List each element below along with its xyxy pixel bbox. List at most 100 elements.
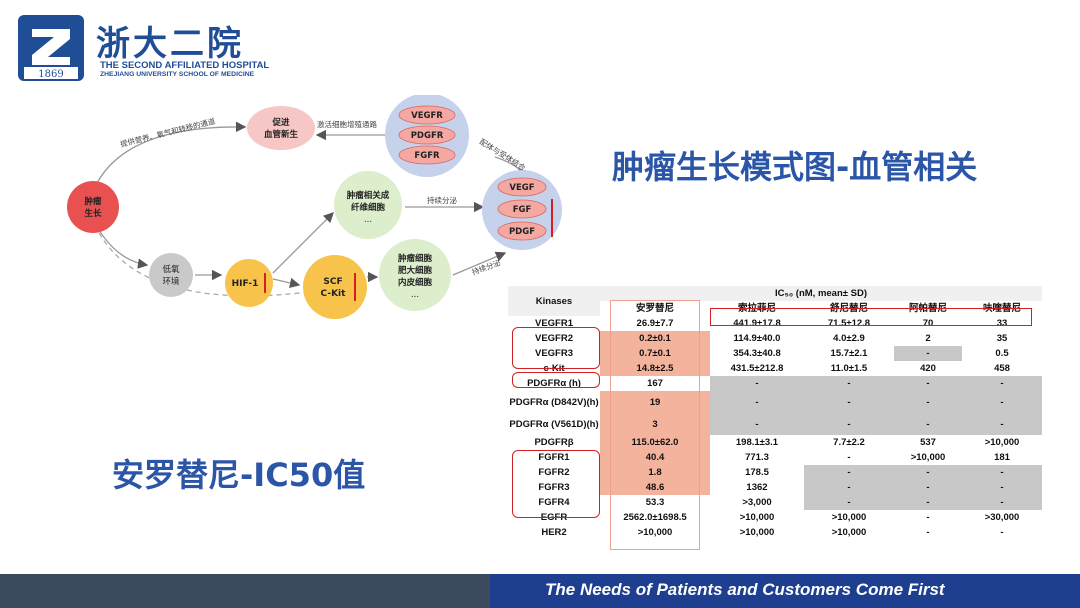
- ic50-cell: 2: [925, 333, 931, 344]
- drug-header: 安罗替尼: [635, 303, 674, 314]
- fgfr-highlight-box: [512, 450, 600, 518]
- ic50-cell: -: [710, 413, 804, 435]
- ic50-cell: -: [894, 465, 962, 480]
- label-secrete-1: 持续分泌: [427, 195, 457, 205]
- hif-node: [225, 259, 273, 307]
- table-row: PDGFRα (h)167----: [508, 376, 1042, 391]
- drug-highlight-box: [710, 308, 1032, 326]
- kinase-cell: VEGFR2: [534, 333, 573, 344]
- svg-text:纤维细胞: 纤维细胞: [351, 202, 386, 213]
- ic50-cell: >10,000: [739, 527, 775, 538]
- ic50-cell: -: [894, 346, 962, 361]
- svg-text:SCF: SCF: [323, 277, 342, 287]
- ic50-cell: -: [804, 391, 894, 413]
- ic50-cell: -: [962, 376, 1042, 391]
- hypoxia-node: [149, 253, 193, 297]
- ic50-cell: 26.9±7.7: [636, 318, 674, 329]
- ic50-cell: -: [962, 413, 1042, 435]
- ic50-cell: 458: [994, 363, 1010, 374]
- svg-text:血管新生: 血管新生: [264, 129, 299, 140]
- ic50-cell: -: [804, 465, 894, 480]
- ic50-cell: -: [710, 391, 804, 413]
- ic50-cell: 15.7±2.1: [830, 348, 868, 359]
- mast-cell-node: [379, 239, 451, 311]
- slide-title-left: 安罗替尼-IC50值: [112, 456, 366, 494]
- svg-text:肿瘤细胞: 肿瘤细胞: [397, 253, 433, 264]
- svg-text:促进: 促进: [271, 117, 290, 128]
- ic50-cell: -: [804, 376, 894, 391]
- kinases-header: Kinases: [535, 295, 573, 307]
- table-row: PDGFRα (D842V)(h)19----: [508, 391, 1042, 413]
- ic50-cell: 40.4: [600, 450, 710, 465]
- ic50-cell: 4.0±2.9: [833, 333, 865, 344]
- svg-text:...: ...: [364, 215, 372, 225]
- svg-text:PDGF: PDGF: [509, 227, 535, 237]
- kinase-cell: PDGFRα (D842V)(h): [509, 396, 599, 408]
- ic50-cell: >3,000: [742, 497, 772, 508]
- ic50-table: Kinases IC₅₀ (nM, mean± SD) 安罗替尼 索拉菲尼 舒尼…: [508, 286, 1042, 550]
- ic50-cell: -: [894, 480, 962, 495]
- ic50-cell: -: [894, 391, 962, 413]
- table-row: PDGFRα (V561D)(h)3----: [508, 413, 1042, 435]
- ic50-cell: 115.0±62.0: [600, 435, 710, 450]
- kinase-cell: PDGFRα (h): [527, 378, 581, 389]
- ic50-cell: -: [962, 465, 1042, 480]
- ic50-cell: 2562.0±1698.5: [623, 512, 687, 523]
- ic50-header: IC₅₀ (nM, mean± SD): [775, 288, 867, 299]
- kinase-cell: FGFR4: [538, 497, 570, 508]
- ic50-cell: -: [804, 495, 894, 510]
- ic50-cell: 771.3: [745, 452, 769, 463]
- anlotinib-column-box: [610, 300, 700, 550]
- ic50-cell: -: [894, 376, 962, 391]
- ic50-cell: 178.5: [745, 467, 769, 478]
- ic50-cell: 0.2±0.1: [600, 331, 710, 346]
- svg-text:VEGF: VEGF: [509, 183, 534, 193]
- svg-text:肥大细胞: 肥大细胞: [398, 265, 433, 276]
- ic50-cell: -: [894, 413, 962, 435]
- ic50-cell: -: [962, 480, 1042, 495]
- hospital-logo: 1869: [18, 15, 84, 81]
- label-activate: 激活细胞增殖通路: [317, 119, 377, 129]
- kinase-cell: FGFR3: [538, 482, 570, 493]
- kinase-cell: PDGFRβ: [534, 437, 574, 448]
- ic50-cell: -: [1000, 527, 1004, 538]
- ic50-cell: 1.8: [600, 465, 710, 480]
- logo-chinese-name: 浙大二院: [96, 24, 244, 64]
- svg-text:环境: 环境: [162, 276, 180, 287]
- svg-text:C-Kit: C-Kit: [321, 289, 347, 299]
- kinase-cell: VEGFR1: [534, 318, 573, 329]
- ic50-cell: -: [804, 480, 894, 495]
- ic50-cell: >10,000: [637, 527, 673, 538]
- logo-english-line2: ZHEJIANG UNIVERSITY SCHOOL OF MEDICINE: [100, 71, 255, 78]
- svg-text:PDGFR: PDGFR: [411, 131, 444, 141]
- tumor-growth-diagram: 提供营养、氧气和转移的通道 激活细胞增殖通路 配体与受体结合 持续分泌 持续分泌…: [55, 93, 565, 325]
- ic50-cell: 167: [647, 378, 663, 389]
- vegfr-highlight-box: [512, 327, 600, 369]
- ic50-cell: 48.6: [600, 480, 710, 495]
- ic50-cell: 354.3±40.8: [733, 348, 781, 359]
- ic50-cell: >10,000: [910, 452, 946, 463]
- kinase-cell: HER2: [541, 527, 567, 538]
- ic50-cell: 71.5±12.8: [827, 318, 871, 329]
- scf-node: [303, 255, 367, 319]
- kinase-cell: VEGFR3: [534, 348, 573, 359]
- ic50-cell: 441.9±17.8: [733, 318, 781, 329]
- ic50-cell: -: [962, 391, 1042, 413]
- ic50-cell: 33: [996, 318, 1008, 329]
- ic50-cell: 3: [600, 413, 710, 435]
- svg-text:肿瘤: 肿瘤: [83, 196, 102, 207]
- footer-slogan: The Needs of Patients and Customers Come…: [545, 580, 945, 599]
- label-ligand: 配体与受体结合: [478, 136, 528, 173]
- ic50-cell: >10,000: [831, 512, 867, 523]
- ic50-cell: -: [710, 376, 804, 391]
- svg-text:FGFR: FGFR: [414, 151, 440, 161]
- ic50-cell: -: [894, 495, 962, 510]
- label-nutrients: 提供营养、氧气和转移的通道: [119, 116, 217, 149]
- kinase-cell: FGFR2: [538, 467, 570, 478]
- ic50-cell: -: [962, 495, 1042, 510]
